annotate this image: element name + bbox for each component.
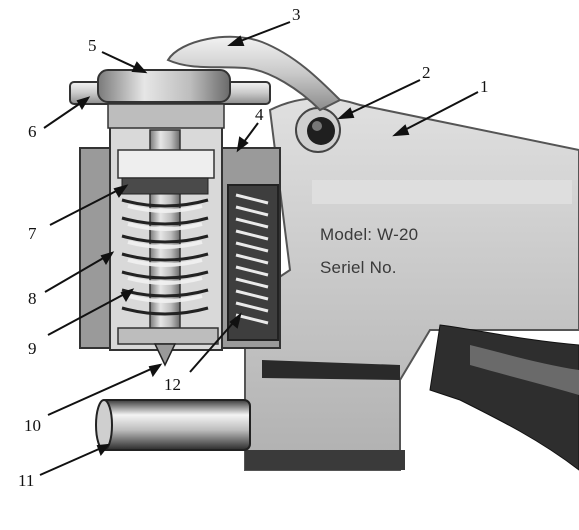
guide-pin [99, 399, 251, 451]
retainer-7 [121, 177, 209, 195]
upper-bushing [117, 149, 215, 179]
trigger-lever [166, 35, 342, 112]
callout-3: 3 [292, 5, 301, 24]
top-cap [97, 69, 231, 103]
handle-groove-1 [262, 360, 400, 380]
callout-10: 10 [24, 416, 41, 435]
callout-2: 2 [422, 63, 431, 82]
callout-5: 5 [88, 36, 97, 55]
leader-lines [39, 21, 479, 476]
nameplate-model: Model: W-20 [320, 225, 419, 244]
handle-groove-2 [245, 450, 405, 470]
side-spring [235, 193, 269, 325]
base-plate [117, 327, 219, 345]
top-cap-neck [107, 103, 225, 129]
callout-6: 6 [28, 122, 37, 141]
lower-lever [429, 324, 579, 471]
pivot-pin-shine [312, 121, 322, 131]
nameplate-serial: Seriel No. [320, 258, 397, 277]
guide-pin-end [95, 399, 113, 451]
callout-7: 7 [28, 224, 37, 243]
pivot-pin [307, 117, 335, 145]
callout-4: 4 [255, 105, 264, 124]
callout-8: 8 [28, 289, 37, 308]
callout-1: 1 [480, 77, 489, 96]
marking-point [153, 343, 177, 367]
side-chamber [227, 184, 279, 341]
callout-11: 11 [18, 471, 35, 490]
callout-12: 12 [164, 375, 181, 394]
nameplate-band [312, 180, 572, 204]
main-spring-shine [127, 204, 203, 303]
callout-9: 9 [28, 339, 37, 358]
lower-lever-highlight [470, 345, 579, 395]
